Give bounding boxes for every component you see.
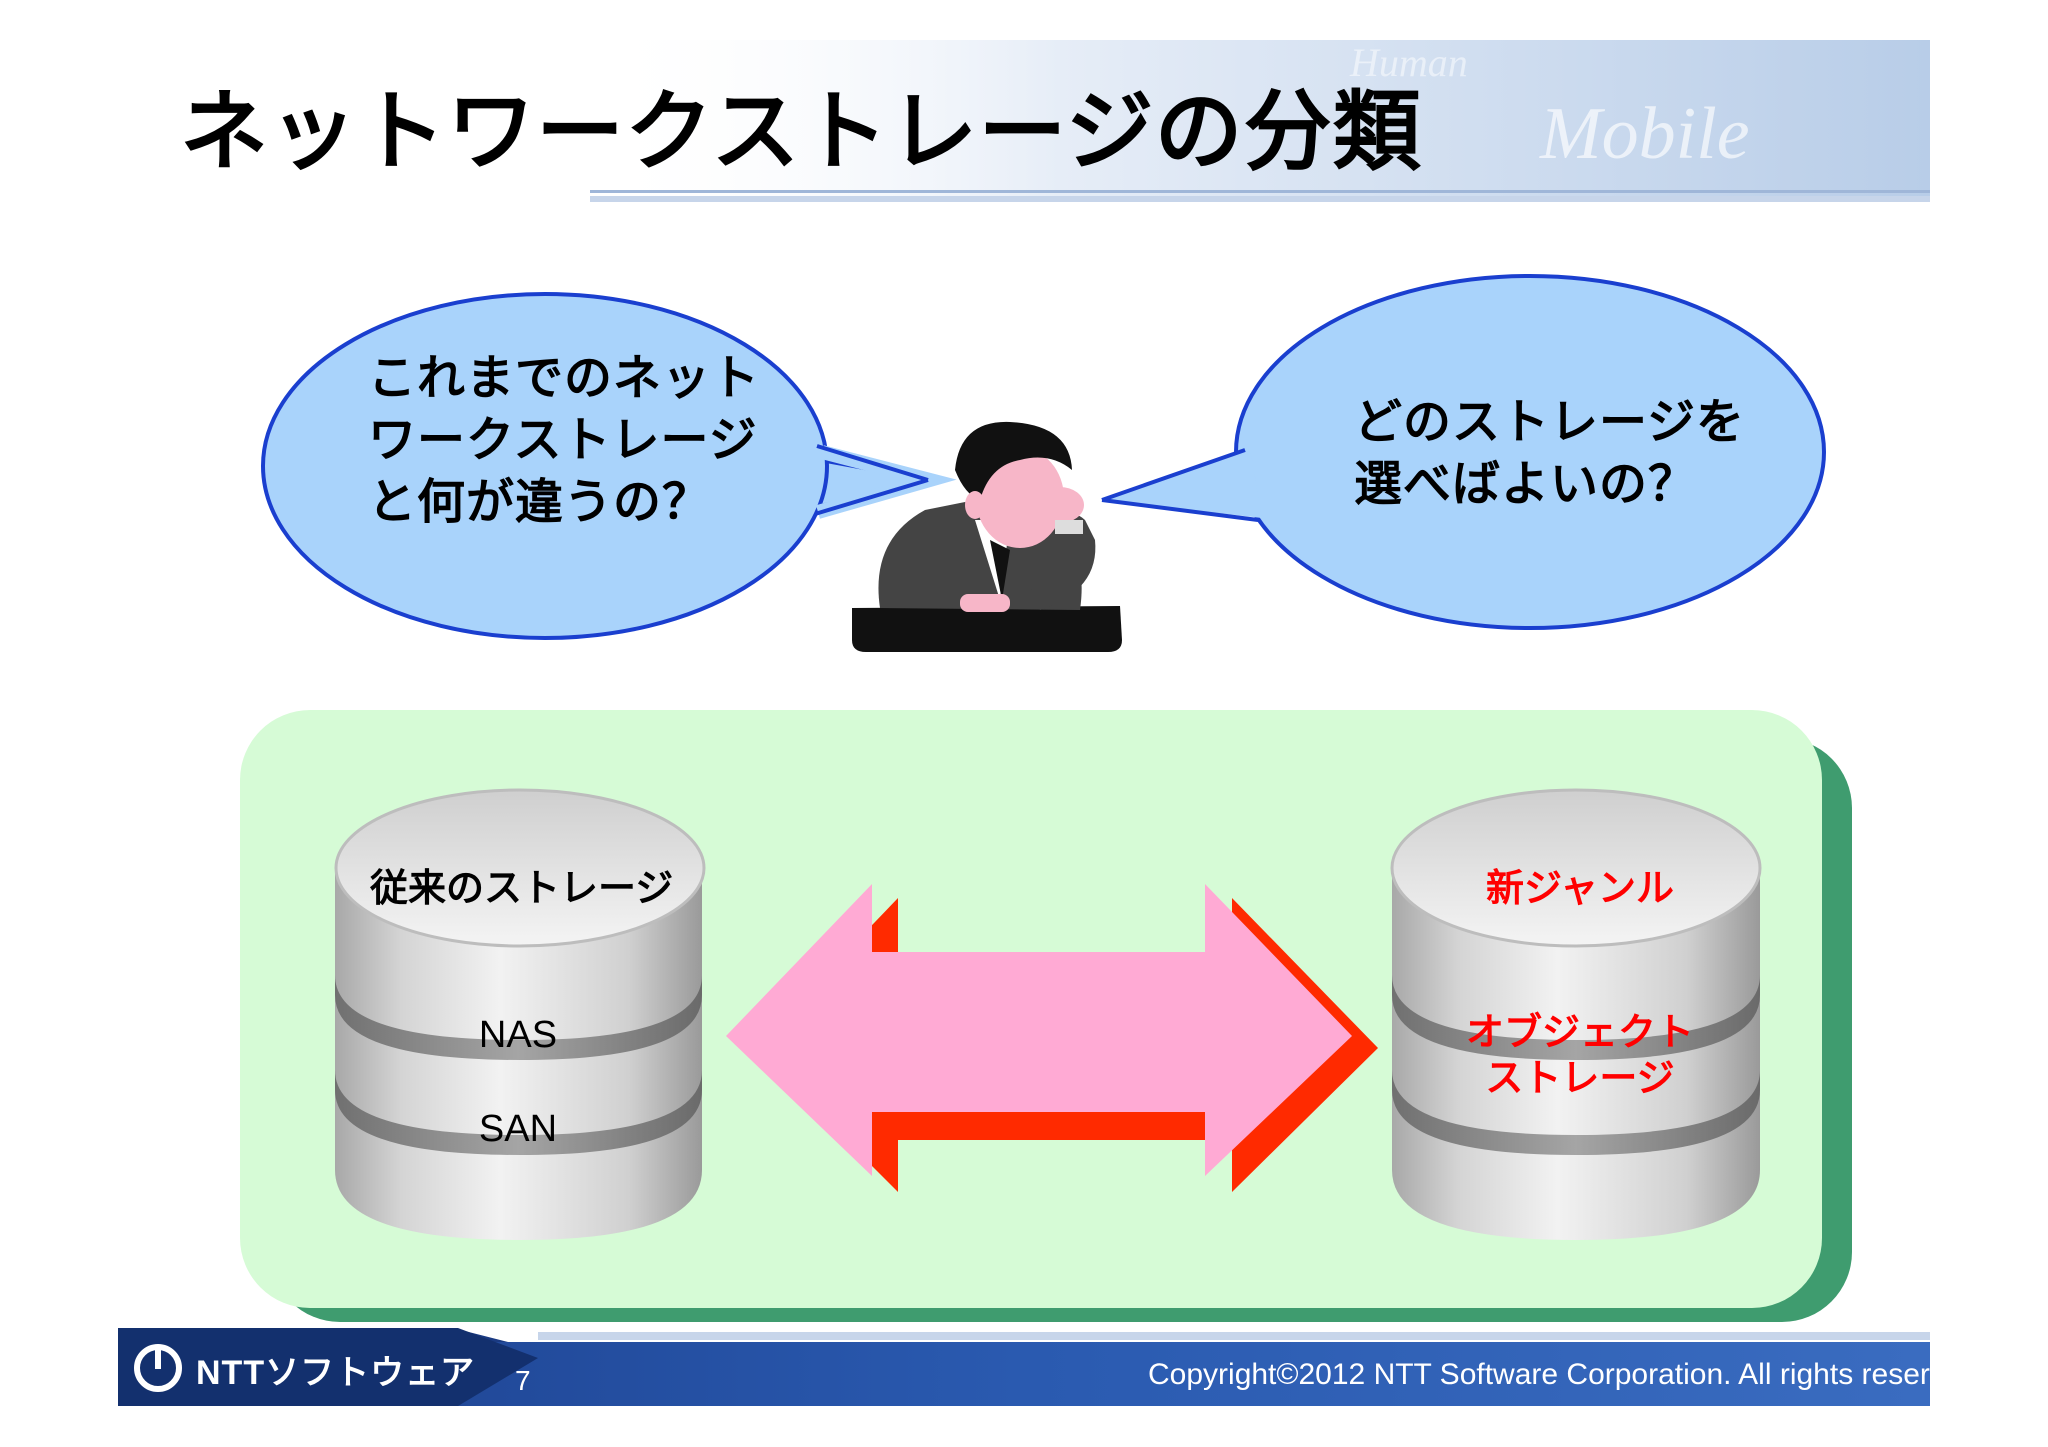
slide-title: ネットワークストレージの分類	[180, 82, 1422, 181]
header-banner: Mobile Human	[590, 40, 1930, 202]
page-number: 7	[515, 1365, 531, 1396]
database-left-item-nas: NAS	[478, 1014, 558, 1056]
database-right-title: 新ジャンル	[1485, 868, 1675, 910]
bubble-right-line: 選べばよいの？	[1354, 458, 1698, 511]
footer-bar	[118, 1328, 1930, 1406]
double-arrow-icon	[726, 884, 1378, 1192]
database-left-icon	[334, 788, 706, 1240]
bubble-right-line: どのストレージを	[1354, 396, 1746, 449]
database-right-item-line1: オブジェクト	[1465, 1012, 1694, 1054]
database-left-title: 従来のストレージ	[370, 868, 674, 910]
speech-bubble-right	[1101, 274, 1826, 630]
footer-copyright: Copyright©2012 NTT Software Corporation.…	[1148, 1358, 1987, 1391]
worried-person-icon	[852, 421, 1122, 652]
header-watermark-faint: Human	[1349, 40, 1468, 85]
bubble-left-line: ワークストレージ	[368, 414, 758, 467]
database-left-item-san: SAN	[478, 1108, 558, 1150]
database-right-item-line2: ストレージ	[1485, 1058, 1675, 1100]
bubble-left-line: と何が違うの？	[368, 476, 712, 529]
header-watermark: Mobile	[1539, 93, 1750, 175]
footer-logo-icon	[134, 1344, 182, 1392]
speech-bubble-left	[261, 292, 957, 640]
database-right-icon	[1390, 788, 1762, 1240]
bubble-left-text: これまでのネット ワークストレージ と何が違うの？	[368, 348, 760, 534]
bubble-left-line: これまでのネット	[368, 352, 761, 405]
footer-logo-text: NTTソフトウェア	[196, 1354, 476, 1392]
bubble-right-text: どのストレージを 選べばよいの？	[1354, 392, 1745, 516]
